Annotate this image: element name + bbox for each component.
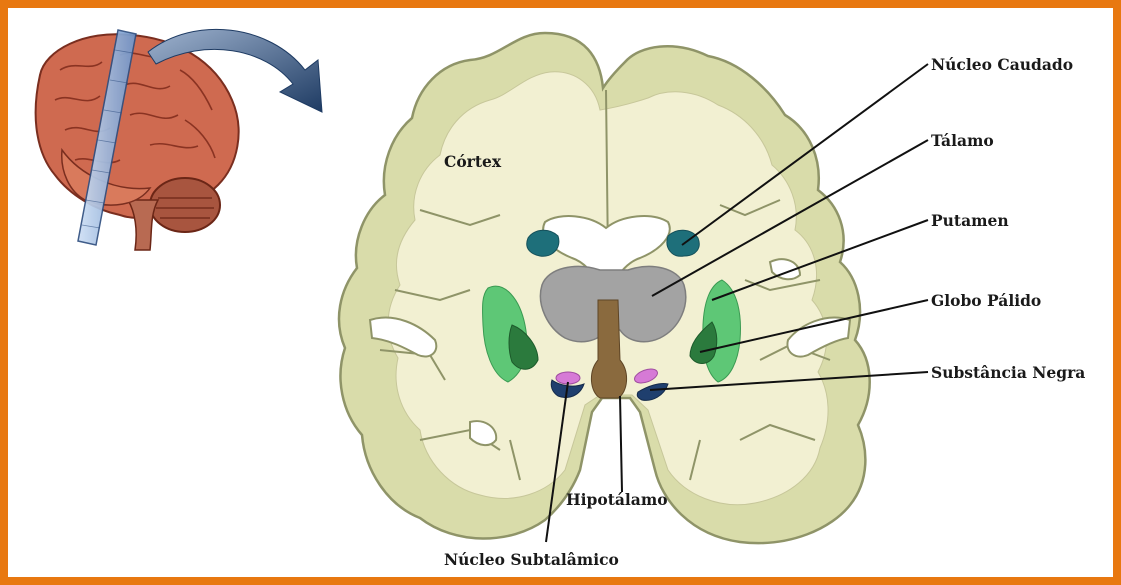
label-thalamus: Tálamo — [931, 131, 994, 150]
caudate-left — [527, 230, 559, 256]
cerebellum — [150, 178, 220, 232]
label-globus-pallidus: Globo Pálido — [931, 291, 1041, 310]
label-cortex: Córtex — [444, 152, 502, 171]
label-caudate: Núcleo Caudado — [931, 55, 1073, 74]
brainstem — [128, 200, 158, 250]
brain-illustration — [36, 34, 239, 250]
label-subthalamic: Núcleo Subtalâmico — [444, 550, 619, 569]
leader-hypothalamus — [620, 396, 622, 492]
label-substantia-nigra: Substância Negra — [931, 363, 1085, 382]
label-hypothalamus: Hipotálamo — [566, 490, 668, 509]
coronal-section — [339, 33, 870, 543]
label-putamen: Putamen — [931, 211, 1009, 230]
